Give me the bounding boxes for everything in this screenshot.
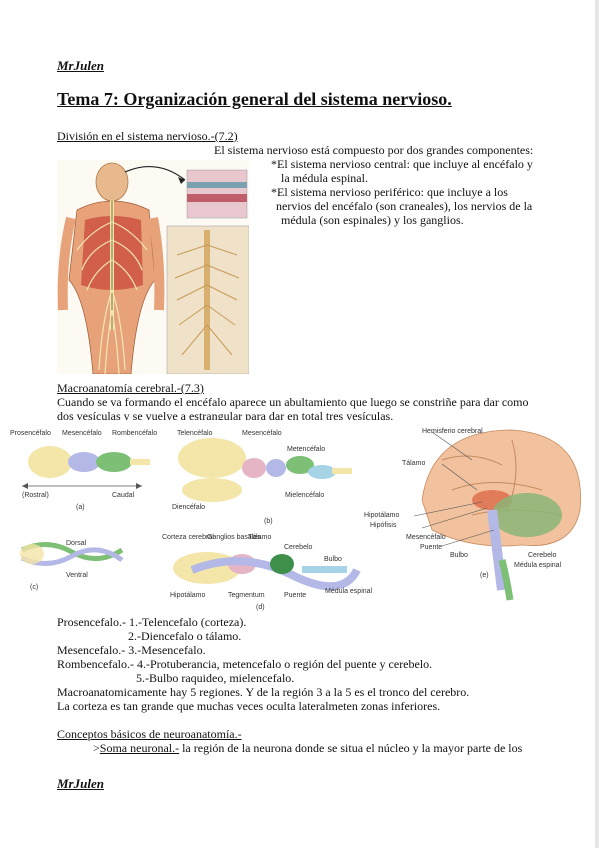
label-e-bulbo: Bulbo [450, 552, 468, 559]
label-d-tegmentum: Tegmentum [228, 592, 265, 599]
macro-heading: Macroanatomía cerebral.-(7.3) [57, 381, 204, 395]
label-d-talamo: Tálamo [248, 534, 272, 541]
list-line-5: 5.-Bulbo raquideo, mielencefalo. [136, 671, 295, 685]
label-d-ganglios: Ganglios basales [207, 534, 261, 541]
label-a-letter: (a) [76, 504, 85, 511]
label-b-metencefalo: Metencéfalo [287, 446, 326, 453]
label-b-telencefalo: Telencéfalo [177, 430, 213, 437]
label-a-rombencefalo: Rombencéfalo [112, 430, 158, 437]
macro-paragraph-1: Cuando se va formando el encéfalo aparec… [57, 395, 529, 409]
label-c-dorsal: Dorsal [66, 540, 87, 547]
label-d-hipotalamo: Hipotálamo [170, 592, 206, 599]
header-author: MrJulen [57, 58, 104, 73]
label-b-mielencefalo: Mielencéfalo [285, 492, 325, 499]
label-c-letter: (c) [30, 584, 39, 591]
label-e-hemisferio: Hemisferio cerebral [422, 428, 483, 435]
conceptos-soma: >Soma neuronal.- la región de la neurona… [93, 741, 522, 755]
label-a-prosencefalo: Prosencéfalo [10, 430, 51, 437]
list-line-4: Rombencefalo.- 4.-Protuberancia, metence… [57, 657, 433, 671]
label-b-mesencefalo: Mesencéfalo [242, 430, 282, 437]
label-d-corteza: Corteza cerebral [162, 534, 214, 541]
label-e-letter: (e) [480, 572, 489, 579]
label-e-mesencefalo: Mesencéfalo [406, 534, 446, 541]
list-line-7: La corteza es tan grande que muchas vece… [57, 699, 441, 713]
nervous-system-illustration [57, 162, 249, 374]
division-intro: El sistema nervioso está compuesto por d… [214, 143, 534, 157]
label-b-letter: (b) [264, 518, 273, 525]
label-c-ventral: Ventral [66, 572, 88, 579]
division-central-1: *El sistema nervioso central: que incluy… [271, 157, 533, 171]
macro-paragraph-2: dos vesículas y se vuelve a estrangular … [57, 409, 394, 423]
label-e-talamo: Tálamo [402, 460, 426, 467]
label-e-medula: Médula espinal [514, 562, 562, 569]
label-d-cerebelo: Cerebelo [284, 544, 313, 551]
label-b-diencefalo: Diencéfalo [172, 504, 206, 511]
label-d-bulbo: Bulbo [324, 556, 342, 563]
label-a-caudal: Caudal [112, 492, 135, 499]
label-d-medula: Médula espinal [325, 588, 373, 595]
conceptos-text: la región de la neurona donde se situa e… [179, 741, 523, 755]
label-d-puente: Puente [284, 592, 307, 599]
label-a-mesencefalo: Mesencéfalo [62, 430, 102, 437]
page-title: Tema 7: Organización general del sistema… [57, 89, 452, 109]
conceptos-term: Soma neuronal.- [99, 741, 180, 755]
label-e-puente: Puente [420, 544, 443, 551]
list-line-6: Macroanatomicamente hay 5 regiones. Y de… [57, 685, 470, 699]
division-peripheral-1: *El sistema nervioso periférico: que inc… [271, 185, 508, 199]
list-line-3: Mesencefalo.- 3.-Mesencefalo. [57, 643, 206, 657]
label-e-hipofisis: Hipófisis [370, 522, 397, 529]
division-peripheral-2: nervios del encéfalo (son craneales), lo… [276, 199, 533, 213]
footer-author: MrJulen [57, 776, 104, 791]
division-peripheral-3: médula (son espinales) y los ganglios. [281, 213, 464, 227]
page-edge [595, 0, 599, 848]
conceptos-heading: Conceptos básicos de neuroanatomía.- [57, 727, 242, 741]
label-e-hipotalamo: Hipotálamo [364, 512, 400, 519]
list-line-1: Prosencefalo.- 1.-Telencefalo (corteza). [57, 615, 247, 629]
conceptos-prefix: > [93, 741, 100, 755]
division-heading: División en el sistema nervioso.-(7.2) [57, 129, 238, 143]
brain-development-figure: Prosencéfalo Mesencéfalo Rombencéfalo (R… [2, 420, 594, 616]
label-e-cerebelo: Cerebelo [528, 552, 557, 559]
label-a-rostral: (Rostral) [22, 492, 49, 499]
division-central-2: la médula espinal. [281, 171, 368, 185]
nervous-system-figure [57, 160, 249, 374]
list-line-2: 2.-Diencefalo o tálamo. [128, 629, 242, 643]
brain-development-illustration [20, 429, 581, 601]
label-d-letter: (d) [256, 604, 265, 611]
